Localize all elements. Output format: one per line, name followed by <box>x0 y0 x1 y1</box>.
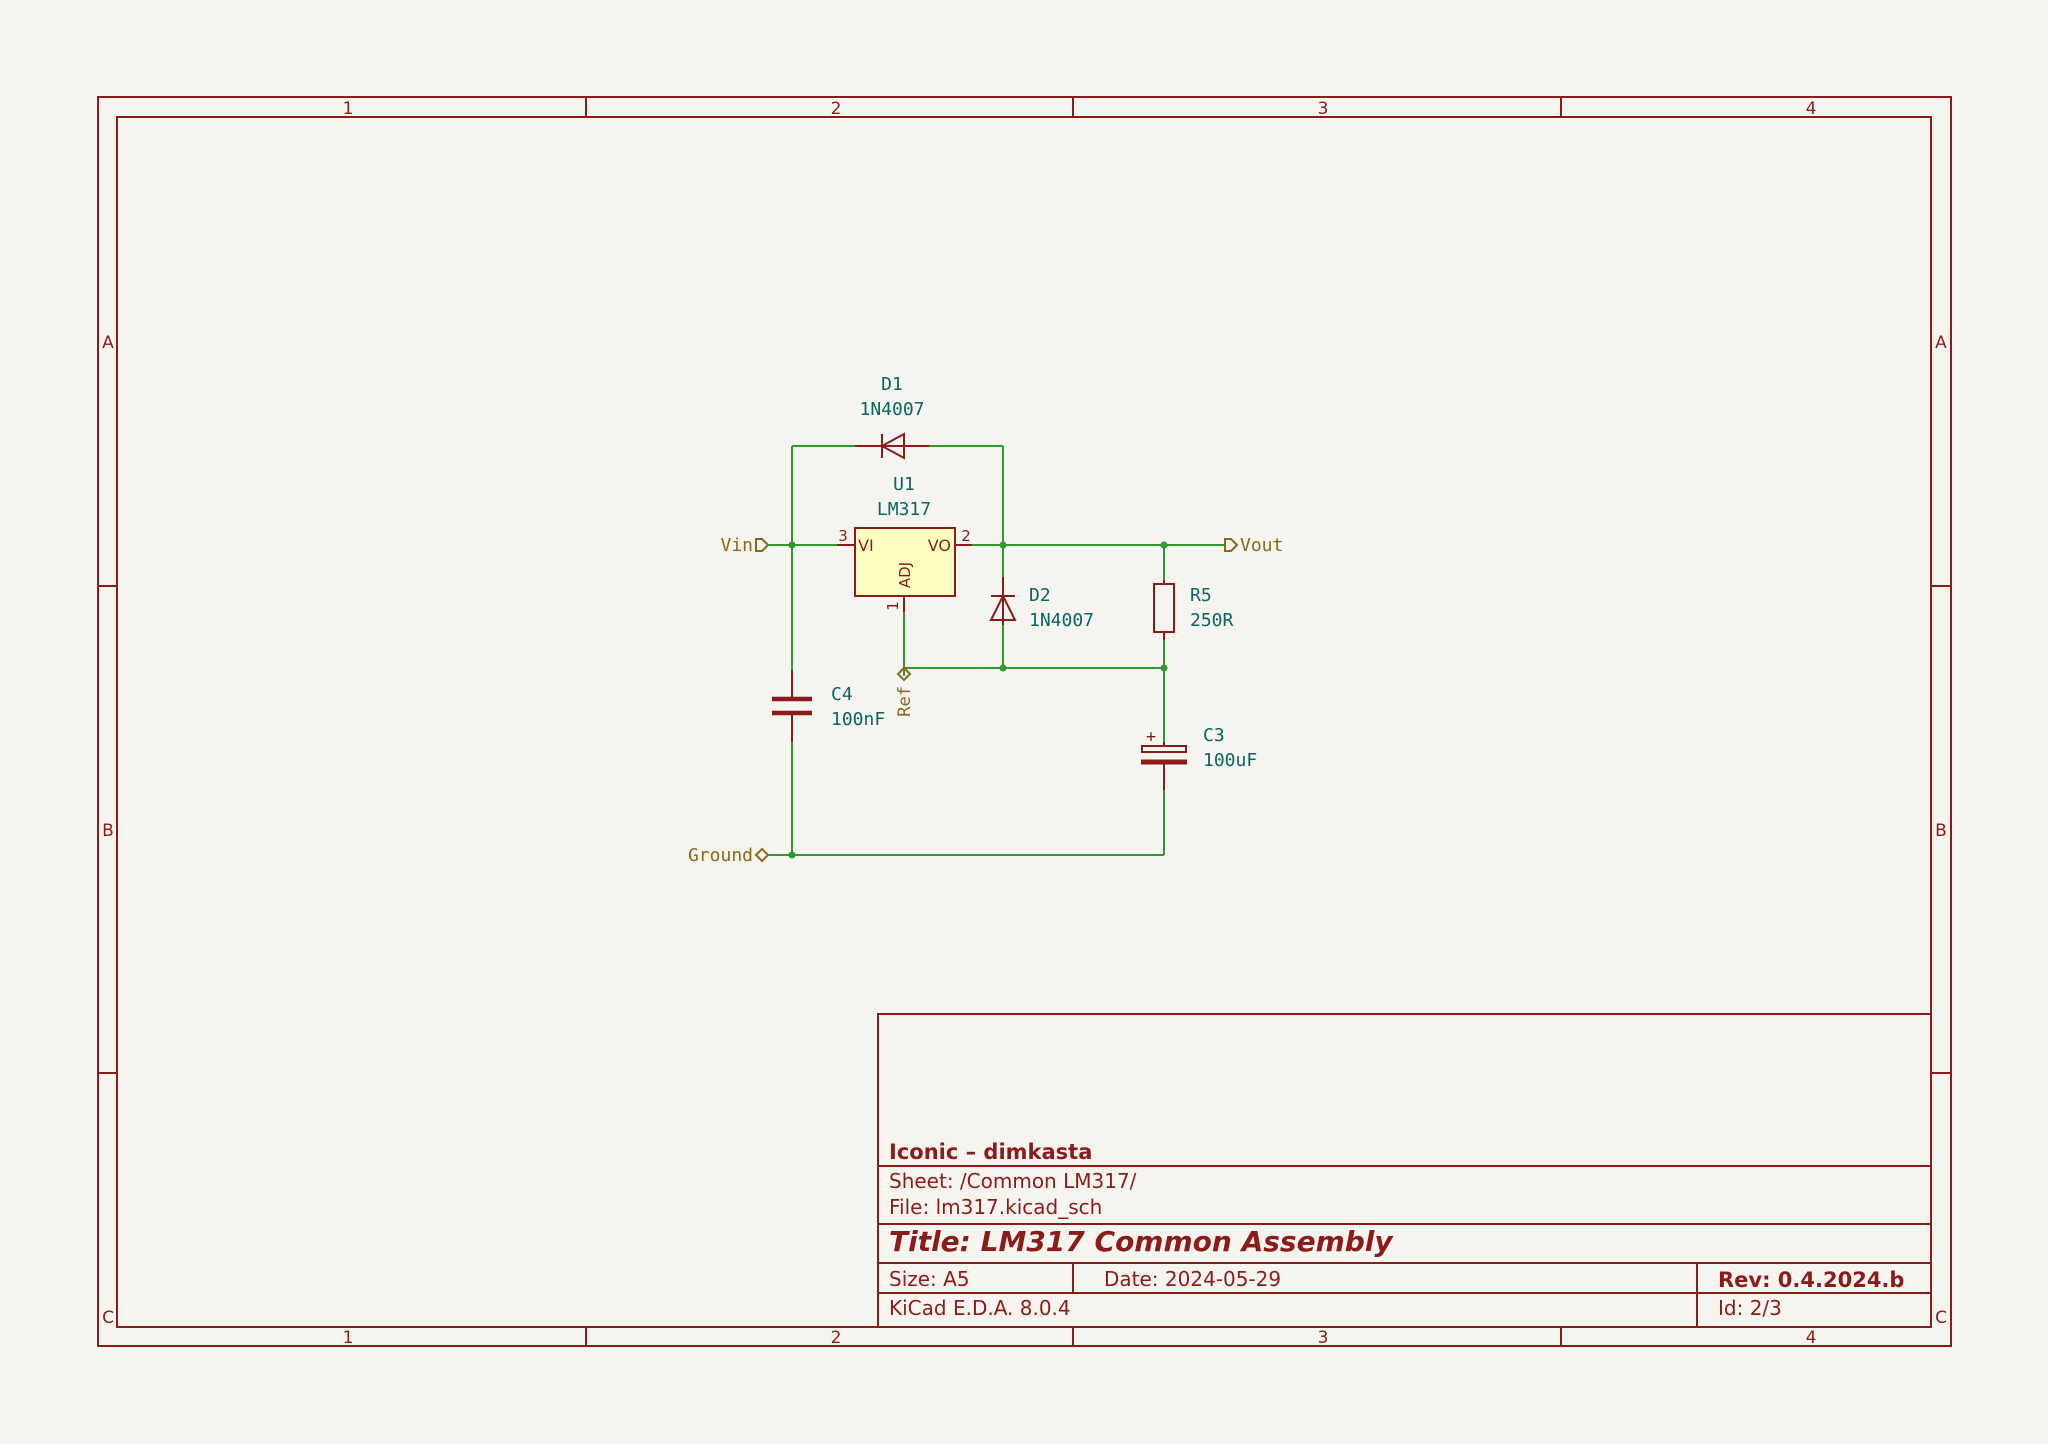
d1-reference: D1 <box>881 374 903 395</box>
title-block-date: Date: 2024-05-29 <box>1104 1267 1281 1291</box>
row-marker: A <box>1935 333 1947 353</box>
u1-value: LM317 <box>877 499 931 520</box>
row-marker: B <box>102 821 114 841</box>
vin-label[interactable]: Vin <box>720 535 772 556</box>
u1-pin-3-number: 3 <box>838 527 848 545</box>
u1-reference: U1 <box>893 474 915 495</box>
vin-label-text: Vin <box>720 535 753 556</box>
u1-pin-vo: VO <box>928 536 951 555</box>
column-marker: 1 <box>343 1328 354 1348</box>
u1-pin-vi: VI <box>858 536 874 555</box>
c3-polarity: + <box>1146 727 1156 747</box>
c3-value: 100uF <box>1203 750 1257 771</box>
title-block-id: Id: 2/3 <box>1718 1296 1782 1320</box>
c4-value: 100nF <box>831 709 885 730</box>
title-block <box>877 1013 1932 1328</box>
ref-label-text: Ref <box>895 686 915 717</box>
d2-value: 1N4007 <box>1029 610 1094 631</box>
d2-reference: D2 <box>1029 585 1051 606</box>
r5-reference: R5 <box>1190 585 1212 606</box>
title-block-rev: Rev: 0.4.2024.b <box>1718 1268 1904 1292</box>
c3-reference: C3 <box>1203 725 1225 746</box>
diode-d2[interactable] <box>989 577 1017 625</box>
column-marker: 4 <box>1806 1328 1817 1348</box>
junctions <box>788 541 1168 859</box>
title-block-title: Title: LM317 Common Assembly <box>889 1225 1394 1258</box>
u1-pin-2-number: 2 <box>961 527 971 545</box>
title-block-size: Size: A5 <box>889 1267 970 1291</box>
ref-label[interactable]: Ref <box>895 666 915 717</box>
u1-pin-1-number: 1 <box>884 601 902 611</box>
capacitor-c3[interactable] <box>1141 742 1187 790</box>
column-marker: 3 <box>1318 1328 1329 1348</box>
frame-markers: 1 2 3 4 1 2 3 4 A B C A B C <box>102 99 1947 1348</box>
column-marker: 2 <box>831 1328 842 1348</box>
ground-label-text: Ground <box>688 845 753 866</box>
regulator-u1[interactable] <box>837 527 972 612</box>
vout-label[interactable]: Vout <box>1224 535 1283 556</box>
c4-reference: C4 <box>831 684 853 705</box>
column-marker: 3 <box>1318 99 1329 119</box>
row-marker: C <box>102 1308 114 1328</box>
column-marker: 4 <box>1806 99 1817 119</box>
diode-d1[interactable] <box>855 432 929 460</box>
vout-label-text: Vout <box>1240 535 1283 556</box>
capacitor-c4[interactable] <box>772 670 812 742</box>
column-marker: 2 <box>831 99 842 119</box>
row-marker: C <box>1935 1308 1947 1328</box>
title-block-company: Iconic – dimkasta <box>889 1140 1092 1164</box>
title-block-tool: KiCad E.D.A. 8.0.4 <box>889 1296 1071 1320</box>
row-marker: B <box>1935 821 1947 841</box>
r5-value: 250R <box>1190 610 1234 631</box>
u1-pin-adj: ADJ <box>896 562 914 588</box>
resistor-r5[interactable] <box>1153 580 1175 640</box>
column-marker: 1 <box>343 99 354 119</box>
row-marker: A <box>102 333 114 353</box>
title-block-file: File: lm317.kicad_sch <box>889 1195 1102 1219</box>
title-block-sheet: Sheet: /Common LM317/ <box>889 1169 1137 1193</box>
ground-label[interactable]: Ground <box>688 845 772 866</box>
d1-value: 1N4007 <box>859 399 924 420</box>
